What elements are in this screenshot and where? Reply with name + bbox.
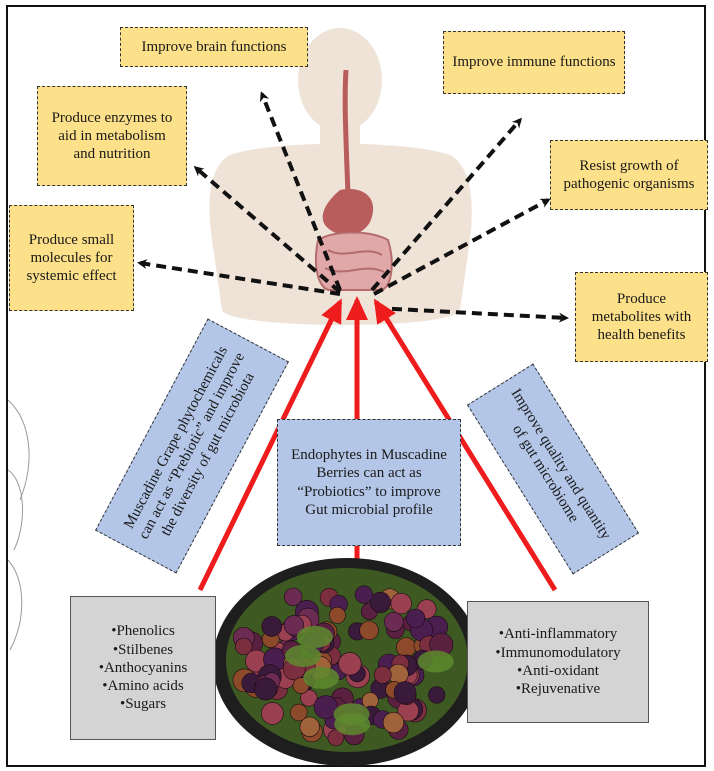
benefit-metabolites-box: Produce metabolites with health benefits — [575, 272, 708, 362]
compounds-list-box: •Phenolics •Stilbenes •Anthocyanins •Ami… — [70, 596, 216, 740]
compound-item: •Phenolics — [111, 622, 175, 640]
property-item: •Immunomodulatory — [495, 644, 620, 662]
grape-berry — [329, 607, 345, 623]
benefit-pathogens-box: Resist growth of pathogenic organisms — [550, 140, 708, 210]
grape-berry — [396, 638, 416, 658]
grape-berry — [355, 586, 373, 604]
benefit-enzymes-box: Produce enzymes to aid in metabolism and… — [37, 86, 187, 186]
property-item: •Rejuvenative — [516, 680, 600, 698]
grape-berry — [383, 712, 404, 733]
grape-berry — [406, 609, 425, 628]
grape-leaf — [285, 645, 321, 667]
muscadine-grapes-image — [213, 558, 481, 766]
grape-berry — [428, 687, 445, 704]
grape-leaf — [334, 703, 370, 725]
grape-berry — [262, 616, 282, 636]
grape-berry — [261, 702, 283, 724]
grape-berry — [384, 612, 403, 631]
grape-berry — [360, 621, 379, 640]
grape-berry — [374, 666, 391, 683]
grape-leaf — [297, 626, 333, 648]
property-item: •Anti-oxidant — [517, 662, 599, 680]
compound-item: •Amino acids — [102, 677, 184, 695]
grape-berry — [370, 592, 390, 612]
compound-item: •Sugars — [120, 695, 166, 713]
benefit-immune-box: Improve immune functions — [443, 31, 625, 94]
property-item: •Anti-inflammatory — [499, 625, 618, 643]
properties-list-box: •Anti-inflammatory •Immunomodulatory •An… — [467, 601, 649, 723]
compound-item: •Stilbenes — [113, 641, 173, 659]
grape-berry — [394, 682, 416, 704]
grape-leaf — [418, 651, 454, 673]
benefit-small-molecules-box: Produce small molecules for systemic eff… — [9, 205, 134, 311]
probiotic-mechanism-box: Endophytes in Muscadine Berries can act … — [277, 419, 461, 546]
benefit-brain-box: Improve brain functions — [120, 27, 308, 67]
compound-item: •Anthocyanins — [99, 659, 188, 677]
grape-berry — [235, 638, 252, 655]
grape-berry — [254, 678, 276, 700]
grape-leaf — [303, 667, 339, 689]
grape-berry — [290, 704, 307, 721]
grape-berry — [339, 652, 362, 675]
grape-berry — [391, 593, 412, 614]
decorative-leaf-outline — [8, 400, 29, 650]
